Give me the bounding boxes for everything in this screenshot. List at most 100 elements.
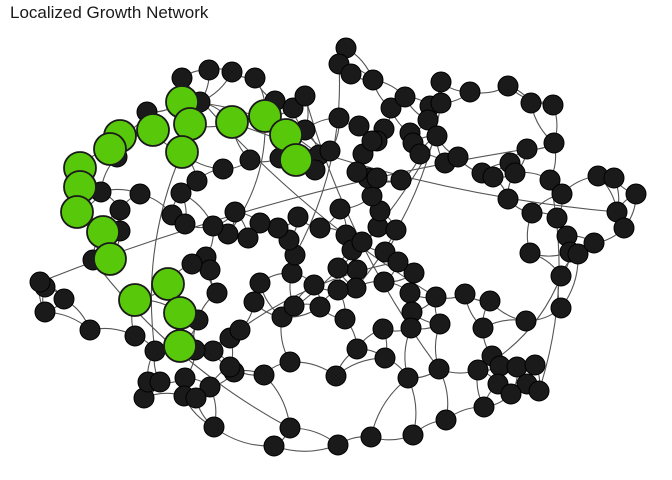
network-edge (150, 151, 183, 352)
network-node (567, 243, 589, 265)
network-node (348, 115, 370, 137)
network-node (221, 61, 243, 83)
network-node (279, 417, 301, 439)
network-node (400, 317, 422, 339)
network-node (390, 169, 412, 191)
network-node (109, 199, 131, 221)
network-node (239, 149, 261, 171)
network-node (327, 434, 349, 456)
network-node (528, 380, 550, 402)
network-node (459, 81, 481, 103)
network-node (181, 253, 203, 275)
network-node (435, 409, 457, 431)
network-node (199, 259, 221, 281)
network-node (329, 198, 351, 220)
growth-node (215, 105, 249, 139)
network-node (524, 354, 546, 376)
network-node (373, 271, 395, 293)
network-node (430, 92, 452, 114)
growth-node (173, 107, 207, 141)
network-node (144, 340, 166, 362)
page-title: Localized Growth Network (10, 3, 209, 22)
network-node (394, 86, 416, 108)
network-node (53, 288, 75, 310)
network-node (249, 212, 271, 234)
network-node (303, 274, 325, 296)
network-node (243, 291, 265, 313)
network-node (346, 161, 368, 183)
network-node (253, 364, 275, 386)
network-node (124, 325, 146, 347)
network-node (519, 242, 541, 264)
network-node (309, 296, 331, 318)
network-node (361, 185, 383, 207)
network-node (149, 371, 171, 393)
network-node (346, 338, 368, 360)
network-node (283, 295, 305, 317)
network-node (516, 138, 538, 160)
network-node (403, 262, 425, 284)
network-node (174, 367, 196, 389)
network-node (551, 183, 573, 205)
growth-node (118, 283, 152, 317)
growth-node (93, 132, 127, 166)
network-node (202, 215, 224, 237)
network-node (504, 162, 526, 184)
network-edge (294, 63, 341, 256)
network-node (425, 286, 447, 308)
growth-node (163, 329, 197, 363)
growth-node (151, 267, 185, 301)
network-node (426, 125, 448, 147)
network-node (497, 75, 519, 97)
growth-node (248, 99, 282, 133)
network-node (539, 169, 561, 191)
network-node (454, 283, 476, 305)
network-node (202, 340, 224, 362)
network-node (543, 132, 565, 154)
network-node (267, 217, 289, 239)
network-node (263, 435, 285, 457)
network-node (345, 277, 367, 299)
network-node (334, 308, 356, 330)
network-node (198, 59, 220, 81)
network-node (229, 319, 251, 341)
network-node (279, 351, 301, 373)
network-node (174, 213, 196, 235)
network-node (542, 94, 564, 116)
network-edge (538, 179, 560, 392)
network-node (482, 166, 504, 188)
network-node (294, 85, 316, 107)
network-node (224, 201, 246, 223)
network-node (171, 67, 193, 89)
growth-node (165, 135, 199, 169)
network-node (34, 301, 56, 323)
network-node (497, 188, 519, 210)
network-node (319, 140, 341, 162)
network-node (374, 347, 396, 369)
network-node (346, 259, 368, 281)
network-node (29, 271, 51, 293)
growth-node (60, 195, 94, 229)
network-node (479, 290, 501, 312)
network-node (603, 167, 625, 189)
network-node (170, 182, 192, 204)
network-node (546, 207, 568, 229)
network-node (186, 170, 208, 192)
network-node (428, 358, 450, 380)
network-node (281, 262, 303, 284)
network-node (397, 367, 419, 389)
growth-node (279, 143, 313, 177)
network-node (328, 107, 350, 129)
network-node (467, 359, 489, 381)
network-node (417, 109, 439, 131)
network-node (249, 272, 271, 294)
network-node (287, 206, 309, 228)
network-node (613, 217, 635, 239)
network-node (473, 396, 495, 418)
network-node (429, 313, 451, 335)
network-node (199, 376, 221, 398)
network-node (387, 251, 409, 273)
network-node (583, 232, 605, 254)
network-node (520, 92, 542, 114)
